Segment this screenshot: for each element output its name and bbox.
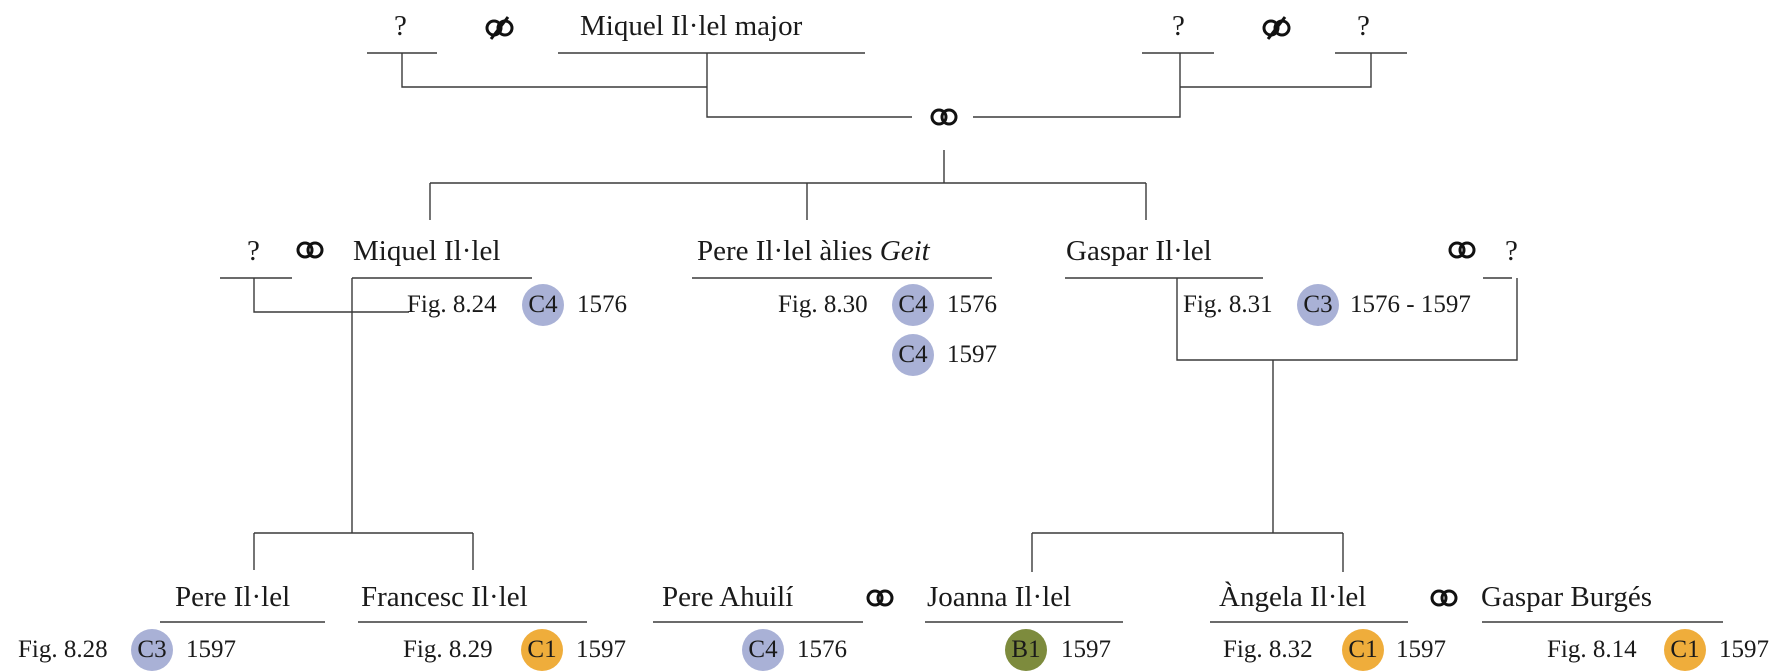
marriage-rings-icon (930, 108, 958, 126)
year-label: 1576 (797, 636, 847, 663)
category-badge: C4 (892, 334, 934, 376)
person-miquel-illel: Miquel Il·lel (353, 235, 501, 267)
figure-reference: Fig. 8.29 (403, 636, 493, 663)
person-pere-ahuili: Pere Ahuilí (662, 581, 794, 613)
year-label: 1597 (947, 341, 997, 368)
divorce-rings-icon (485, 16, 514, 40)
year-label: 1597 (1719, 636, 1769, 663)
unknown-parent-right-2: ? (1357, 10, 1370, 42)
figure-reference: Fig. 8.28 (18, 636, 108, 663)
person-gaspar-burges: Gaspar Burgés (1481, 581, 1653, 613)
year-label: 1576 (947, 291, 997, 318)
person-angela-illel: Àngela Il·lel (1219, 581, 1367, 613)
year-label: 1597 (1061, 636, 1111, 663)
unknown-spouse-miquel: ? (247, 235, 260, 267)
marriage-rings-icon (866, 589, 894, 607)
person-pere-illel: Pere Il·lel (175, 581, 291, 613)
unknown-parent-right-1: ? (1172, 10, 1185, 42)
category-badge: B1 (1005, 629, 1047, 671)
divorce-rings-icon (1262, 16, 1291, 40)
person-francesc-illel: Francesc Il·lel (361, 581, 528, 613)
year-label: 1597 (186, 636, 236, 663)
marriage-rings-icon (1430, 589, 1458, 607)
year-label: 1576 (577, 291, 627, 318)
unknown-parent-left: ? (394, 10, 407, 42)
person-joanna-illel: Joanna Il·lel (927, 581, 1072, 613)
year-label: 1597 (576, 636, 626, 663)
figure-reference: Fig. 8.30 (778, 291, 868, 318)
figure-reference: Fig. 8.31 (1183, 291, 1273, 318)
figure-reference: Fig. 8.14 (1547, 636, 1637, 663)
person-gaspar-illel: Gaspar Il·lel (1066, 235, 1212, 267)
unknown-spouse-gaspar: ? (1505, 235, 1518, 267)
category-badge: C1 (1664, 629, 1706, 671)
year-label: 1597 (1396, 636, 1446, 663)
category-badge: C1 (521, 629, 563, 671)
figure-reference: Fig. 8.32 (1223, 636, 1313, 663)
figure-reference: Fig. 8.24 (407, 291, 497, 318)
marriage-rings-icon (296, 241, 324, 259)
category-badge: C4 (522, 284, 564, 326)
person-miquel-illel-major: Miquel Il·lel major (580, 10, 803, 42)
person-pere-illel-alies-geit: Pere Il·lel àlies Geit (697, 235, 930, 267)
category-badge: C1 (1342, 629, 1384, 671)
year-label: 1576 - 1597 (1350, 291, 1471, 318)
marriage-rings-icon (1448, 241, 1476, 259)
category-badge: C3 (1297, 284, 1339, 326)
category-badge: C3 (131, 629, 173, 671)
category-badge: C4 (742, 629, 784, 671)
category-badge: C4 (892, 284, 934, 326)
